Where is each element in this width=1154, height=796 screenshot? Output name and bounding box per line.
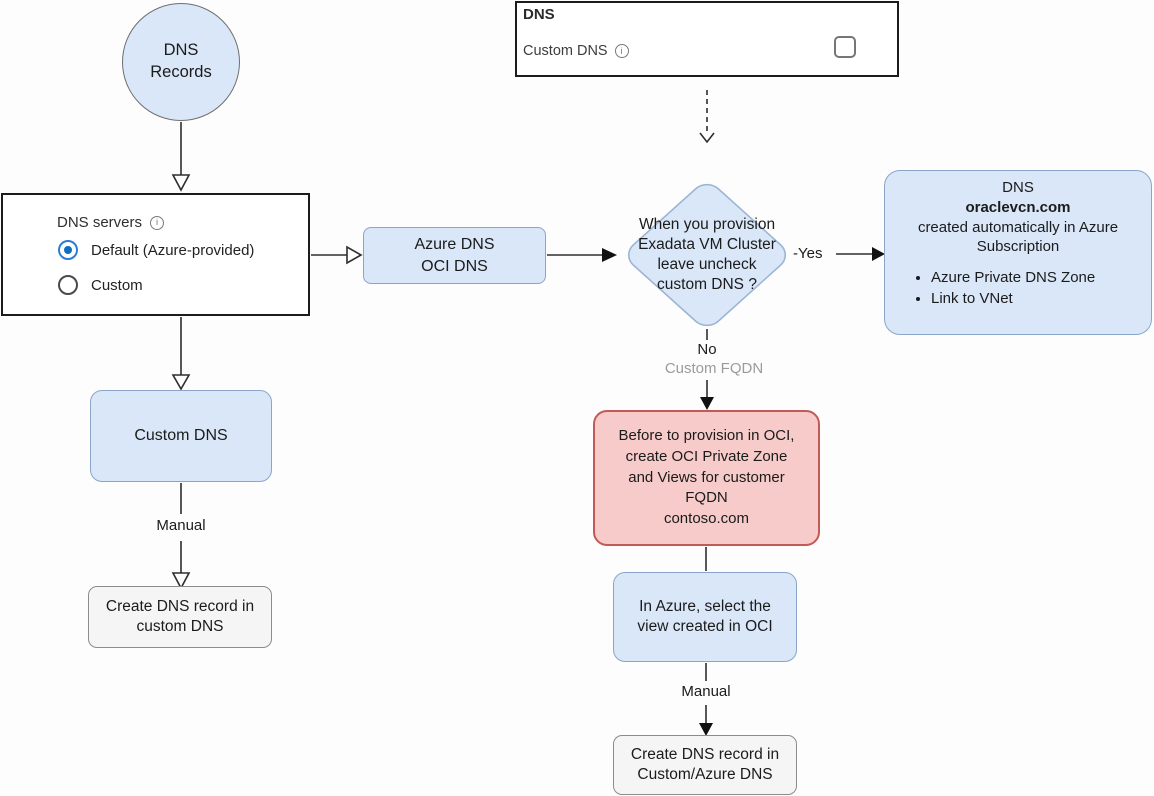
create-record-custom-node: Create DNS record in custom DNS — [88, 586, 272, 648]
no-edge-label: No — [697, 341, 717, 358]
info-icon: i — [614, 44, 629, 58]
azure-oci-dns-node: Azure DNS OCI DNS — [363, 227, 546, 284]
radio-button-custom[interactable] — [58, 275, 78, 295]
custom-fqdn-edge-label: Custom FQDN — [664, 360, 764, 377]
create-record-bottom-node: Create DNS record in Custom/Azure DNS — [613, 735, 797, 795]
dns-servers-label: DNS servers i — [57, 214, 165, 231]
custom-dns-checkbox[interactable] — [834, 36, 856, 58]
manual-bottom-edge-label: Manual — [681, 683, 731, 700]
dns-records-node: DNS Records — [122, 3, 240, 121]
radio-option-custom[interactable]: Custom — [58, 275, 143, 295]
radio-label-default: Default (Azure-provided) — [91, 241, 255, 259]
bullet-item: Link to VNet — [931, 289, 1143, 309]
dns-created-line1: DNS — [1002, 179, 1034, 196]
dns-servers-panel: DNS servers i Default (Azure-provided) C… — [1, 193, 310, 316]
dns-records-label: DNS Records — [150, 41, 212, 81]
custom-dns-field-label: Custom DNS — [523, 43, 608, 59]
panel-title: DNS — [523, 6, 555, 23]
manual-left-edge-label: Manual — [156, 517, 206, 534]
custom-dns-node: Custom DNS — [90, 390, 272, 482]
before-provision-label: Before to provision in OCI, create OCI P… — [618, 427, 795, 528]
dns-created-line3: created automatically in Azure Subscript… — [917, 218, 1119, 256]
dns-created-domain: oraclevcn.com — [965, 198, 1071, 216]
yes-edge-label: -Yes — [793, 245, 823, 262]
before-provision-node: Before to provision in OCI, create OCI P… — [593, 410, 820, 546]
create-record-custom-label: Create DNS record in custom DNS — [105, 597, 255, 635]
radio-option-default[interactable]: Default (Azure-provided) — [58, 240, 254, 260]
in-azure-select-label: In Azure, select the view created in OCI — [637, 597, 773, 635]
bullet-item: Azure Private DNS Zone — [931, 268, 1143, 288]
radio-button-default[interactable] — [58, 240, 78, 260]
azure-oci-dns-label: Azure DNS OCI DNS — [414, 236, 495, 275]
dns-created-node: DNS oraclevcn.com created automatically … — [884, 170, 1152, 335]
decision-label: When you provision Exadata VM Cluster le… — [638, 215, 776, 294]
info-icon: i — [150, 215, 165, 230]
dns-created-bullet-list: Azure Private DNS Zone Link to VNet — [931, 268, 1143, 309]
azure-dns-panel: DNS Custom DNS i — [515, 1, 899, 77]
custom-dns-node-label: Custom DNS — [134, 427, 228, 445]
decision-diamond — [627, 183, 787, 327]
dns-servers-label-text: DNS servers — [57, 214, 143, 231]
create-record-bottom-label: Create DNS record in Custom/Azure DNS — [630, 745, 780, 783]
in-azure-select-node: In Azure, select the view created in OCI — [613, 572, 797, 662]
custom-dns-field: Custom DNS i — [523, 43, 629, 59]
radio-label-custom: Custom — [91, 276, 143, 294]
